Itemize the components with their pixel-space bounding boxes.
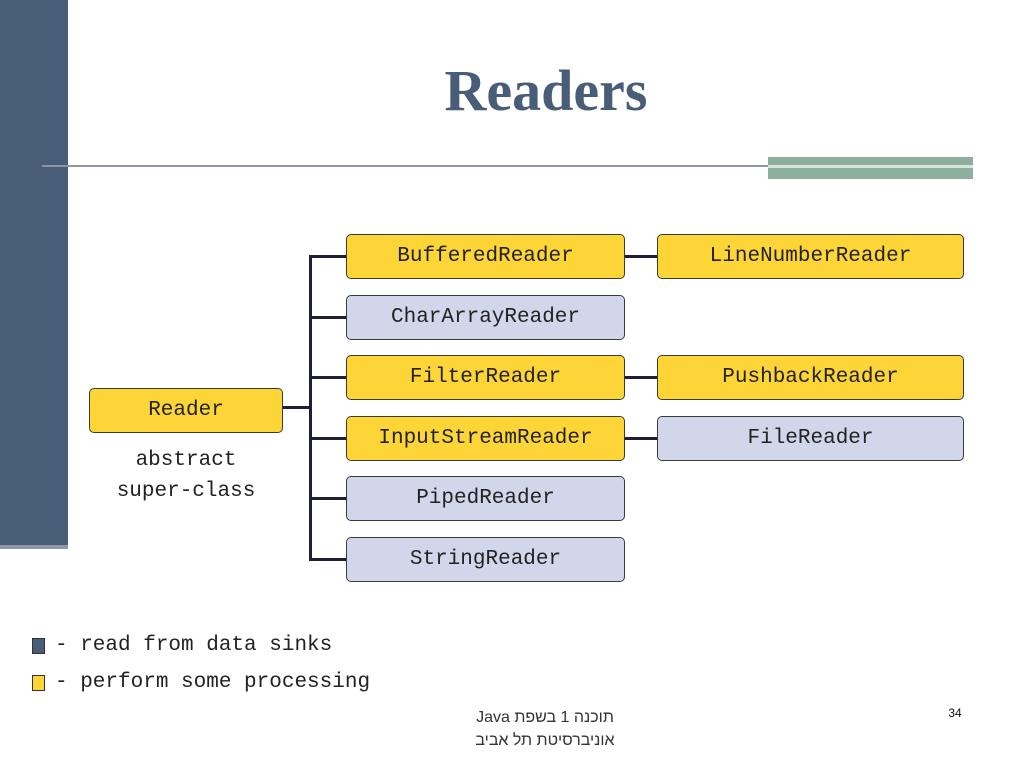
slide-sidebar-shadow: [0, 545, 68, 549]
connector-branch-6: [309, 558, 347, 561]
legend-swatch-sinks: [32, 637, 45, 654]
node-filereader: FileReader: [657, 416, 964, 461]
legend-swatch-processing: [32, 674, 45, 691]
root-note-line-2: super-class: [116, 480, 256, 503]
node-stringreader: StringReader: [346, 537, 625, 582]
title-divider-line: [42, 165, 970, 167]
connector-branch-2: [309, 316, 347, 319]
legend-text-processing: - perform some processing: [55, 671, 371, 694]
footer-line-1: תוכנה 1 בשפת Java: [476, 709, 614, 726]
node-pipedreader: PipedReader: [346, 476, 625, 521]
legend-item-processing: - perform some processing: [32, 671, 370, 694]
title-divider-accent: [768, 157, 973, 179]
slide-sidebar-bar: [0, 0, 68, 545]
node-inputstreamreader: InputStreamReader: [346, 416, 625, 461]
connector-branch-3: [309, 376, 347, 379]
connector-branch-4: [309, 437, 347, 440]
node-filterreader: FilterReader: [346, 355, 625, 400]
node-linenumberreader: LineNumberReader: [657, 234, 964, 279]
root-note: abstract super-class: [88, 445, 284, 507]
footer-line-2: אוניברסיטת תל אביב: [475, 732, 615, 749]
slide-footer: תוכנה 1 בשפת Java אוניברסיטת תל אביב: [420, 706, 670, 752]
legend-text-sinks: - read from data sinks: [55, 634, 333, 657]
root-note-line-1: abstract: [135, 449, 237, 472]
legend-item-sinks: - read from data sinks: [32, 634, 332, 657]
slide-title: Readers: [444, 58, 648, 123]
page-number: 34: [948, 706, 962, 720]
connector-inputstream-to-file: [624, 437, 658, 440]
connector-branch-1: [309, 255, 347, 258]
connector-trunk: [309, 255, 312, 560]
connector-filter-to-pushback: [624, 376, 658, 379]
connector-buffered-to-linenumber: [624, 255, 658, 258]
node-bufferedreader: BufferedReader: [346, 234, 625, 279]
node-pushbackreader: PushbackReader: [657, 355, 964, 400]
connector-branch-5: [309, 497, 347, 500]
connector-root-stub: [282, 406, 311, 409]
node-reader: Reader: [89, 388, 283, 433]
node-chararrayreader: CharArrayReader: [346, 295, 625, 340]
